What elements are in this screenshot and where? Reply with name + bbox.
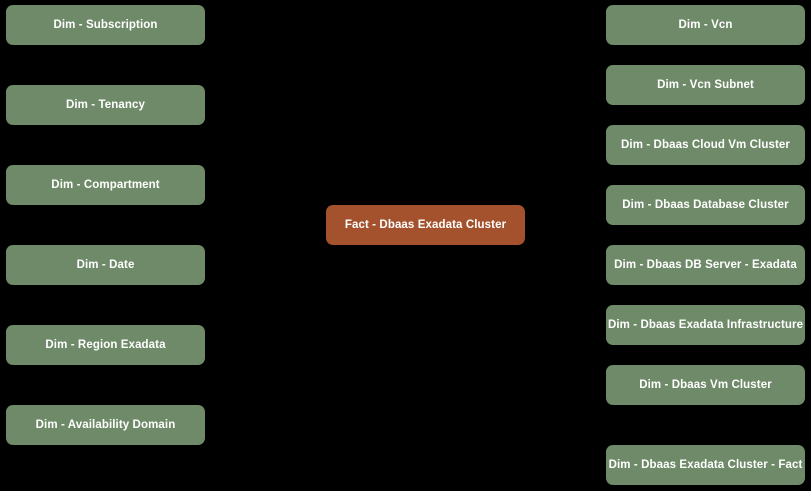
dimension-node-right-1[interactable]: Dim - Vcn Subnet [606, 65, 805, 105]
dimension-node-right-3[interactable]: Dim - Dbaas Database Cluster [606, 185, 805, 225]
dimension-node-right-5[interactable]: Dim - Dbaas Exadata Infrastructure [606, 305, 805, 345]
dimension-node-right-5-label: Dim - Dbaas Exadata Infrastructure [607, 318, 804, 331]
dimension-node-left-5-label: Dim - Availability Domain [35, 418, 176, 431]
fact-node-label: Fact - Dbaas Exadata Cluster [344, 218, 507, 231]
dimension-node-left-4[interactable]: Dim - Region Exadata [6, 325, 205, 365]
dimension-node-left-3[interactable]: Dim - Date [6, 245, 205, 285]
dimension-node-left-4-label: Dim - Region Exadata [45, 338, 166, 351]
dimension-node-left-5[interactable]: Dim - Availability Domain [6, 405, 205, 445]
dimension-node-right-6-label: Dim - Dbaas Vm Cluster [639, 378, 772, 391]
dimension-node-left-0-label: Dim - Subscription [53, 18, 158, 31]
fact-node[interactable]: Fact - Dbaas Exadata Cluster [326, 205, 525, 245]
dimension-node-right-0[interactable]: Dim - Vcn [606, 5, 805, 45]
dimension-node-left-3-label: Dim - Date [76, 258, 135, 271]
dimension-node-right-4[interactable]: Dim - Dbaas DB Server - Exadata [606, 245, 805, 285]
dimension-node-right-3-label: Dim - Dbaas Database Cluster [622, 198, 789, 211]
dimension-node-left-1-label: Dim - Tenancy [65, 98, 146, 111]
dimension-node-left-2-label: Dim - Compartment [51, 178, 160, 191]
dimension-node-right-2[interactable]: Dim - Dbaas Cloud Vm Cluster [606, 125, 805, 165]
dimension-node-left-2[interactable]: Dim - Compartment [6, 165, 205, 205]
dimension-node-left-0[interactable]: Dim - Subscription [6, 5, 205, 45]
dimension-node-left-1[interactable]: Dim - Tenancy [6, 85, 205, 125]
dimension-node-right-4-label: Dim - Dbaas DB Server - Exadata [614, 258, 797, 271]
dimension-node-right-2-label: Dim - Dbaas Cloud Vm Cluster [621, 138, 790, 151]
dimension-node-right-0-label: Dim - Vcn [678, 18, 733, 31]
dimension-node-right-1-label: Dim - Vcn Subnet [657, 78, 754, 91]
dimension-node-right-7-label: Dim - Dbaas Exadata Cluster - Fact [608, 458, 803, 471]
dimension-node-right-7[interactable]: Dim - Dbaas Exadata Cluster - Fact [606, 445, 805, 485]
dimension-node-right-6[interactable]: Dim - Dbaas Vm Cluster [606, 365, 805, 405]
